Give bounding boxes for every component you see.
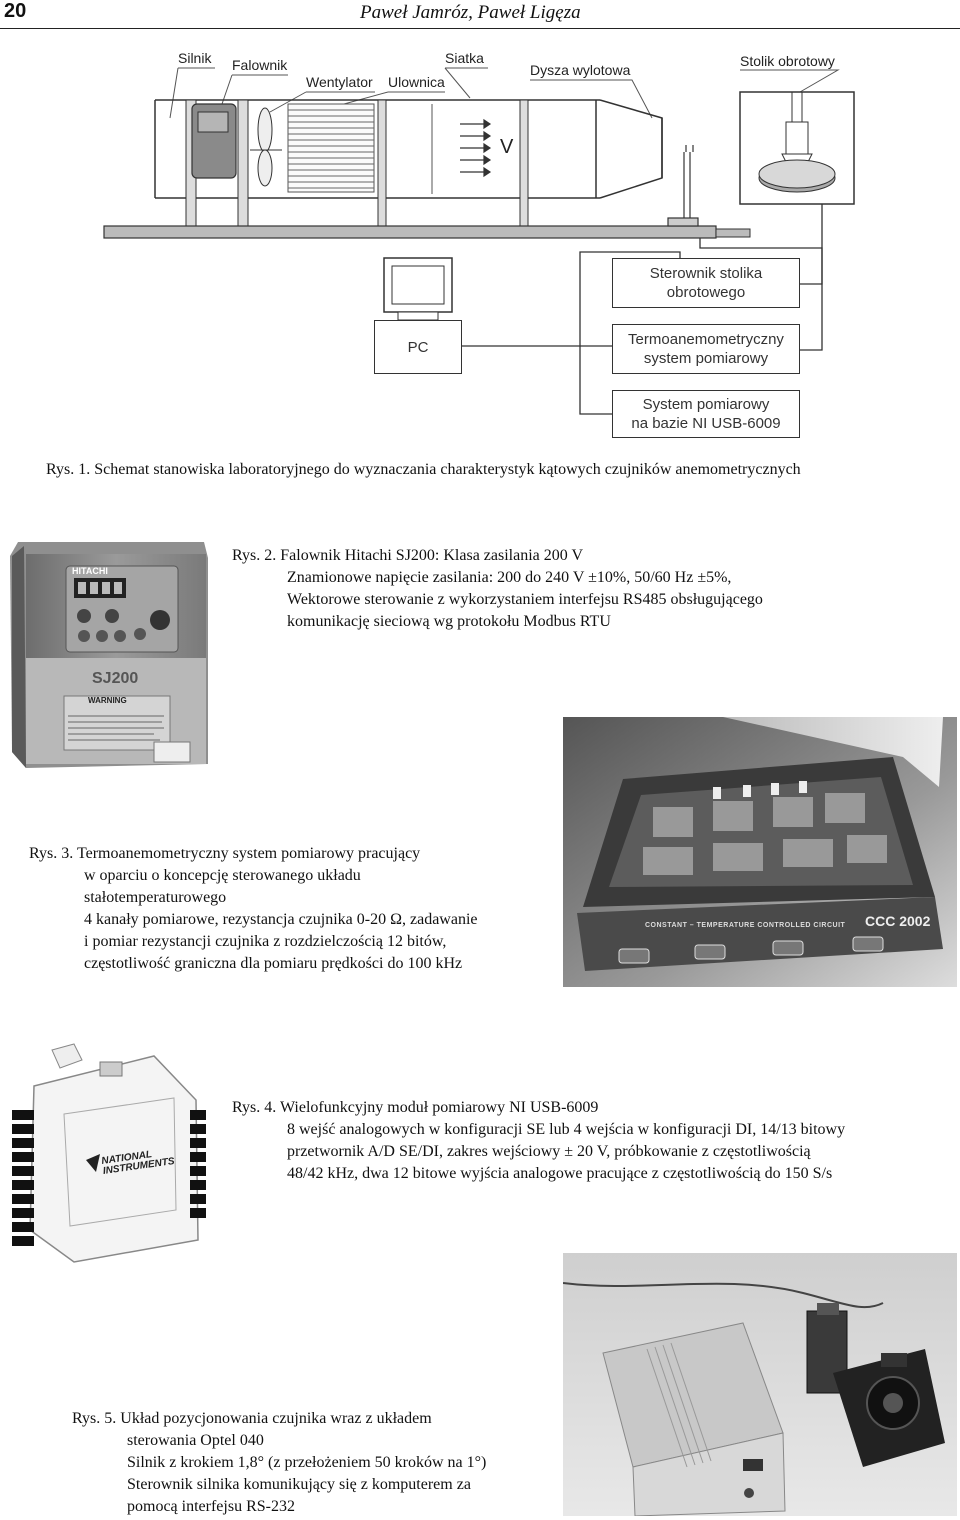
ni-system-box: System pomiarowy na bazie NI USB-6009 [612,390,800,438]
thermoanemometer-line2: system pomiarowy [643,350,769,367]
label-silnik: Silnik [178,50,212,66]
fig4-caption-line4: 48/42 kHz, dwa 12 bitowe wyjścia analogo… [287,1165,833,1182]
running-header-authors: Paweł Jamróz, Paweł Ligęza [360,2,581,23]
label-siatka: Siatka [445,50,484,66]
ni-usb-6009-photo: NATIONAL INSTRUMENTS [4,1040,210,1266]
ni-system-line2: na bazie NI USB-6009 [631,415,781,432]
ccc-panel-text: CONSTANT – TEMPERATURE CONTROLLED CIRCUI… [645,922,846,929]
fig2-caption-line3: Wektorowe sterowanie z wykorzystaniem in… [287,591,763,608]
fig4-caption-line1: Rys. 4. Wielofunkcyjny moduł pomiarowy N… [232,1099,599,1116]
inverter-model-text: SJ200 [92,670,139,687]
header-rule [0,28,960,29]
fig3-caption-line4: 4 kanały pomiarowe, rezystancja czujnika… [84,911,478,928]
label-velocity: V [500,136,514,158]
optel-040-photo [563,1253,957,1516]
turntable-controller-line2: obrotowego [666,284,746,301]
turntable-controller-box: Sterownik stolika obrotowego [612,258,800,308]
fig5-caption-line4: Sterownik silnika komunikujący się z kom… [127,1476,471,1493]
fig3-caption-line1: Rys. 3. Termoanemometryczny system pomia… [29,845,421,862]
ccc2002-photo: CONSTANT – TEMPERATURE CONTROLLED CIRCUI… [563,717,957,987]
fig4-caption-line2: 8 wejść analogowych w konfiguracji SE lu… [287,1121,846,1138]
fig4-caption: Rys. 4. Wielofunkcyjny moduł pomiarowy N… [232,1097,845,1185]
fig5-caption-line3: Silnik z krokiem 1,8° (z przełożeniem 50… [127,1454,487,1471]
fig5-caption: Rys. 5. Układ pozycjonowania czujnika wr… [72,1408,486,1518]
fig3-caption-line3: stałotemperaturowego [84,889,227,906]
fig2-caption-line1: Rys. 2. Falownik Hitachi SJ200: Klasa za… [232,547,584,564]
label-stolik-obrotowy: Stolik obrotowy [740,53,835,69]
fig4-caption-line3: przetwornik A/D SE/DI, zakres wejściowy … [287,1143,811,1160]
pc-box-label: PC [407,338,429,356]
fig3-caption-line2: w oparciu o koncepcję sterowanego układu [84,867,361,884]
fig3-caption-line5: i pomiar rezystancji czujnika z rozdziel… [84,933,447,950]
thermoanemometer-box: Termoanemometryczny system pomiarowy [612,324,800,374]
ccc-model-text: CCC 2002 [865,913,931,929]
label-ulownica: Ulownica [388,74,445,90]
inverter-photo: HITACHI SJ200 WARNING [4,536,210,770]
pc-box: PC [374,320,462,374]
fig2-caption-line4: komunikację sieciową wg protokołu Modbus… [287,613,611,630]
inverter-warning-text: WARNING [88,696,127,705]
fig2-caption: Rys. 2. Falownik Hitachi SJ200: Klasa za… [232,545,763,633]
fig5-caption-line5: pomocą interfejsu RS-232 [127,1498,295,1515]
fig3-caption: Rys. 3. Termoanemometryczny system pomia… [29,843,478,975]
fig1-schematic [103,67,855,415]
thermoanemometer-line1: Termoanemometryczny [628,331,784,348]
label-wentylator: Wentylator [306,74,373,90]
turntable-controller-line1: Sterownik stolika [649,265,763,282]
inverter-brand-text: HITACHI [72,566,108,576]
fig5-caption-line2: sterowania Optel 040 [127,1432,264,1449]
ni-system-line1: System pomiarowy [642,396,770,413]
fig2-caption-line2: Znamionowe napięcie zasilania: 200 do 24… [287,569,732,586]
fig3-caption-line6: częstotliwość graniczna dla pomiaru pręd… [84,955,463,972]
fig5-caption-line1: Rys. 5. Układ pozycjonowania czujnika wr… [72,1410,432,1427]
fig1-caption: Rys. 1. Schemat stanowiska laboratoryjne… [46,461,801,478]
label-falownik: Falownik [232,57,288,73]
label-dysza-wylotowa: Dysza wylotowa [530,62,631,78]
page-number: 20 [4,0,27,22]
